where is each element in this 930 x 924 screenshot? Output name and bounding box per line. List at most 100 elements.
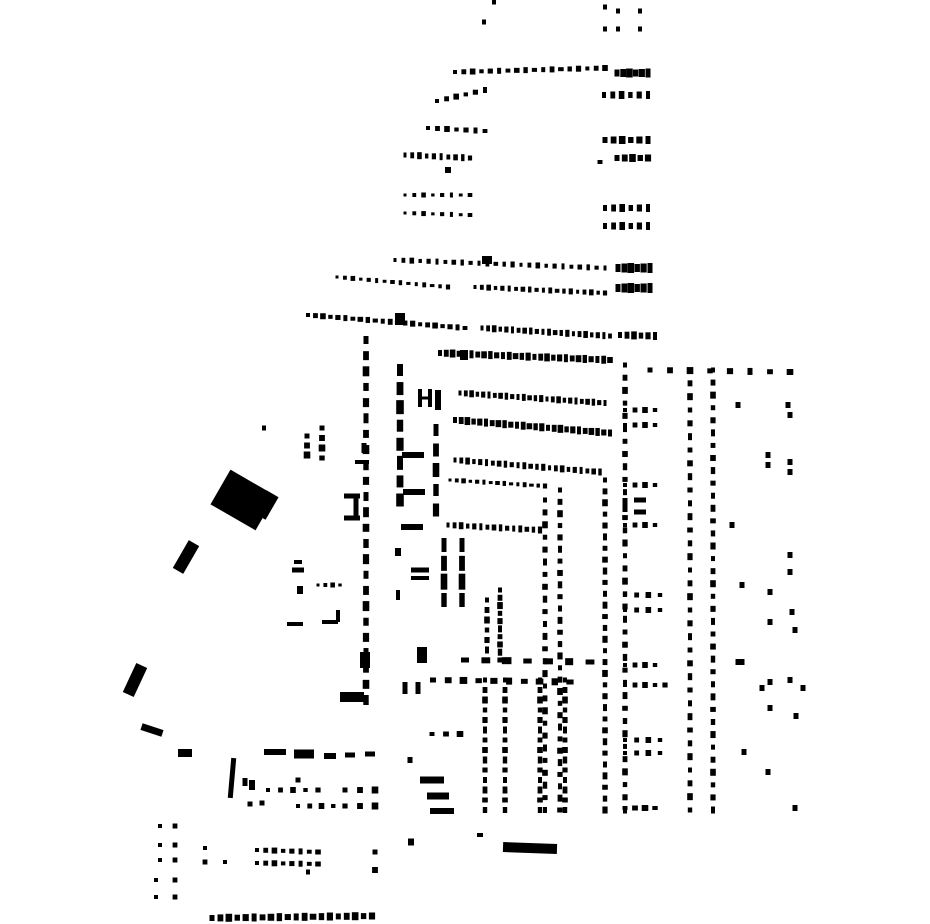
building bbox=[484, 616, 490, 624]
building bbox=[747, 367, 753, 375]
building bbox=[632, 662, 638, 668]
building bbox=[629, 154, 636, 162]
building bbox=[638, 26, 642, 32]
building bbox=[503, 460, 508, 468]
building bbox=[631, 331, 637, 340]
building bbox=[319, 435, 325, 441]
building bbox=[534, 287, 539, 292]
building bbox=[415, 682, 421, 694]
building bbox=[687, 740, 693, 747]
building bbox=[634, 592, 640, 598]
building bbox=[687, 660, 693, 667]
building bbox=[479, 523, 483, 531]
building bbox=[543, 744, 547, 752]
building bbox=[645, 592, 652, 598]
building bbox=[552, 263, 557, 269]
building bbox=[412, 193, 417, 197]
building bbox=[284, 914, 291, 921]
building bbox=[557, 569, 563, 576]
building bbox=[431, 212, 435, 216]
building bbox=[445, 167, 451, 173]
building bbox=[493, 285, 498, 290]
building bbox=[529, 483, 534, 487]
building bbox=[562, 747, 568, 753]
building bbox=[622, 374, 628, 381]
building bbox=[463, 127, 469, 133]
building bbox=[602, 332, 606, 340]
building bbox=[614, 155, 620, 161]
building bbox=[304, 433, 310, 439]
building bbox=[548, 465, 552, 471]
building bbox=[522, 482, 527, 488]
building bbox=[611, 222, 616, 230]
building bbox=[800, 685, 806, 691]
building bbox=[537, 756, 543, 764]
building bbox=[602, 738, 608, 746]
building bbox=[562, 786, 568, 794]
building bbox=[687, 393, 693, 401]
building bbox=[363, 413, 369, 424]
building bbox=[557, 736, 563, 742]
building bbox=[621, 154, 628, 162]
building bbox=[623, 743, 627, 749]
building bbox=[494, 352, 500, 359]
building bbox=[330, 582, 335, 588]
building bbox=[482, 19, 486, 25]
building bbox=[372, 849, 378, 855]
building bbox=[482, 807, 488, 813]
building bbox=[542, 534, 548, 540]
building bbox=[542, 595, 548, 603]
building bbox=[251, 913, 257, 922]
building bbox=[622, 515, 628, 521]
building bbox=[502, 756, 508, 764]
building bbox=[500, 285, 505, 291]
building bbox=[454, 127, 459, 132]
building bbox=[642, 482, 648, 488]
building bbox=[710, 605, 716, 612]
building bbox=[497, 641, 503, 648]
building bbox=[735, 659, 741, 665]
building bbox=[623, 553, 627, 559]
building bbox=[645, 136, 651, 144]
building bbox=[482, 786, 488, 794]
building bbox=[456, 731, 464, 737]
building bbox=[433, 424, 439, 436]
building bbox=[608, 333, 612, 339]
building bbox=[446, 154, 451, 160]
building bbox=[482, 737, 488, 743]
building bbox=[634, 284, 640, 292]
building bbox=[622, 386, 628, 394]
building bbox=[459, 457, 464, 464]
building bbox=[209, 915, 215, 921]
building bbox=[443, 349, 449, 357]
building bbox=[632, 482, 638, 488]
building bbox=[710, 467, 716, 475]
building bbox=[303, 788, 308, 792]
building bbox=[403, 152, 407, 158]
building bbox=[562, 397, 567, 403]
building bbox=[433, 484, 439, 496]
building bbox=[482, 256, 492, 264]
building bbox=[603, 265, 607, 271]
building bbox=[610, 136, 617, 144]
building bbox=[471, 418, 476, 425]
building bbox=[622, 603, 628, 610]
building bbox=[667, 367, 673, 374]
building bbox=[217, 914, 224, 922]
building bbox=[537, 786, 543, 794]
building bbox=[271, 847, 278, 854]
building bbox=[482, 479, 486, 485]
building bbox=[318, 444, 326, 452]
building bbox=[652, 408, 658, 412]
building bbox=[497, 602, 503, 610]
building bbox=[482, 756, 488, 764]
building bbox=[326, 912, 333, 921]
building bbox=[502, 261, 506, 267]
building bbox=[453, 70, 457, 74]
building bbox=[396, 400, 404, 415]
building bbox=[542, 707, 548, 715]
building bbox=[406, 281, 411, 285]
building bbox=[602, 806, 608, 814]
building bbox=[711, 744, 715, 750]
